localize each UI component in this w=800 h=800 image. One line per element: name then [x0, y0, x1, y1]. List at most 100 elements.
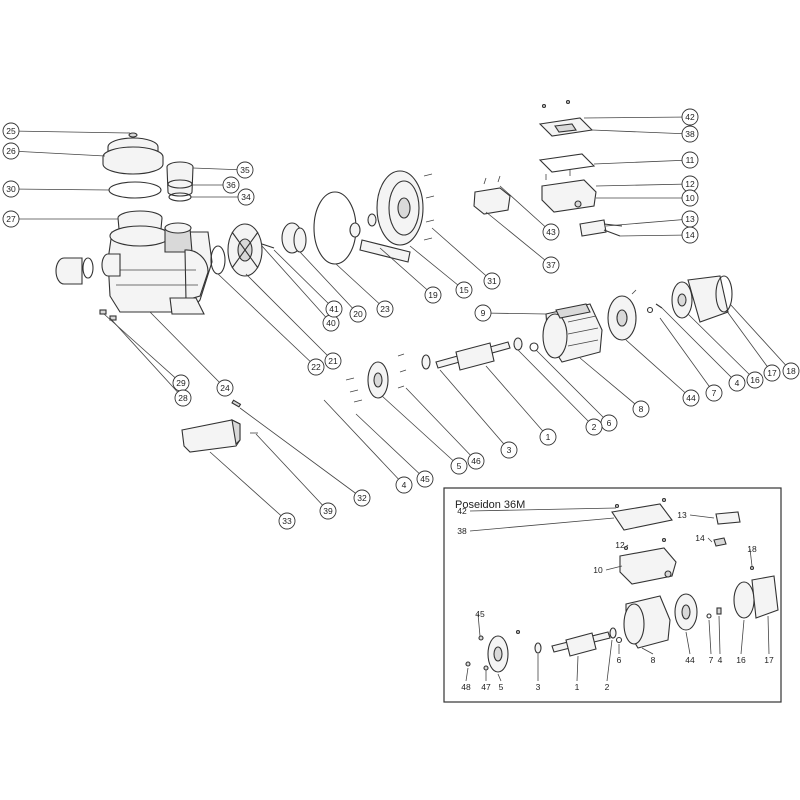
- part-inlet-union: [55, 253, 121, 285]
- callout-number: 45: [420, 474, 430, 484]
- inset-label-8: 8: [651, 655, 656, 665]
- inset-label-3: 3: [536, 682, 541, 692]
- callout-number: 14: [685, 230, 695, 240]
- callout-number: 15: [459, 285, 469, 295]
- callout-number: 20: [353, 309, 363, 319]
- leader-line: [192, 167, 246, 171]
- inset-label-44: 44: [685, 655, 695, 665]
- part-rotor-shaft: [435, 341, 511, 371]
- callout-13: 13: [681, 210, 699, 228]
- inset-leader-line: [576, 655, 579, 682]
- leader-line: [482, 312, 547, 315]
- callout-1: 1: [539, 428, 557, 446]
- callout-number: 7: [712, 388, 717, 398]
- inset-label-47: 47: [481, 682, 491, 692]
- callout-number: 29: [176, 378, 186, 388]
- inset-label-2: 2: [605, 682, 610, 692]
- inset-label-1: 1: [575, 682, 580, 692]
- leader-line: [485, 211, 552, 266]
- part-seal-plate: [376, 170, 435, 246]
- callout-number: 30: [6, 184, 16, 194]
- leader-lines: [10, 116, 792, 522]
- callout-number: 26: [6, 146, 16, 156]
- callout-number: 16: [750, 375, 760, 385]
- leader-line: [605, 218, 691, 227]
- leader-line: [261, 245, 332, 324]
- callout-number: 46: [471, 456, 481, 466]
- part-impeller: [281, 222, 307, 254]
- leader-line: [355, 413, 426, 480]
- leader-line: [659, 317, 715, 394]
- callout-14: 14: [681, 226, 699, 244]
- callout-2: 2: [585, 418, 603, 436]
- callout-number: 25: [6, 126, 16, 136]
- part-clip: [529, 342, 539, 352]
- callout-number: 42: [685, 112, 695, 122]
- inset-leader-line: [497, 673, 502, 682]
- leader-line: [687, 313, 756, 381]
- inset-leader-line: [689, 514, 715, 519]
- leader-line: [591, 129, 691, 135]
- callout-34: 34: [237, 188, 255, 206]
- callout-3: 3: [500, 441, 518, 459]
- inset-leader-line: [740, 619, 745, 655]
- inset-leader-line: [707, 537, 713, 543]
- leader-line: [405, 387, 477, 462]
- part-union-fitting: [166, 161, 194, 202]
- callout-24: 24: [216, 379, 234, 397]
- callout-6: 6: [600, 414, 618, 432]
- part-mechanical-seal: [349, 213, 411, 263]
- inset-leader-line: [469, 507, 617, 512]
- inset-leader-line: [641, 647, 654, 655]
- part-capacitor-box: [473, 175, 511, 215]
- leader-line: [535, 349, 610, 424]
- callout-number: 32: [357, 493, 367, 503]
- part-drain-screws: [99, 309, 117, 321]
- callout-number: 6: [607, 418, 612, 428]
- callout-27: 27: [2, 210, 20, 228]
- inset-label-38: 38: [457, 526, 467, 536]
- inset-label-5: 5: [499, 682, 504, 692]
- callout-35: 35: [236, 161, 254, 179]
- inset-title: Poseidon 36M: [455, 499, 525, 511]
- inset-label-6: 6: [617, 655, 622, 665]
- callout-number: 35: [240, 165, 250, 175]
- inset-leader-line: [718, 615, 721, 655]
- part-pump-housing: [107, 222, 213, 315]
- part-washer: [646, 306, 654, 314]
- callout-46: 46: [467, 452, 485, 470]
- part-motor: [542, 303, 603, 363]
- callout-number: 4: [735, 378, 740, 388]
- leader-line: [149, 311, 226, 389]
- callout-number: 18: [786, 366, 796, 376]
- leader-line: [209, 451, 288, 522]
- callout-25: 25: [2, 122, 20, 140]
- part-base-foot: [181, 399, 258, 453]
- leader-line: [217, 273, 317, 368]
- part-fan-cover: [687, 275, 733, 323]
- callout-number: 23: [380, 304, 390, 314]
- inset-label-48: 48: [461, 682, 471, 692]
- callout-26: 26: [2, 142, 20, 160]
- inset-parts: [465, 497, 779, 673]
- callout-number: 17: [767, 368, 777, 378]
- inset-leader-line: [605, 565, 623, 571]
- leader-line: [499, 185, 552, 233]
- part-bolt: [655, 303, 663, 309]
- part-gasket: [210, 245, 226, 275]
- callout-number: 44: [686, 393, 696, 403]
- callout-number: 36: [226, 180, 236, 190]
- callout-16: 16: [746, 371, 764, 389]
- leader-line: [517, 349, 595, 428]
- leader-line: [625, 339, 692, 399]
- callout-39: 39: [319, 502, 337, 520]
- callout-12: 12: [681, 175, 699, 193]
- callout-8: 8: [632, 400, 650, 418]
- leader-line: [379, 247, 434, 296]
- callout-10: 10: [681, 189, 699, 207]
- inset-leader-line: [685, 631, 691, 655]
- leader-line: [255, 433, 329, 512]
- callout-number: 2: [592, 422, 597, 432]
- callout-number: 28: [178, 393, 188, 403]
